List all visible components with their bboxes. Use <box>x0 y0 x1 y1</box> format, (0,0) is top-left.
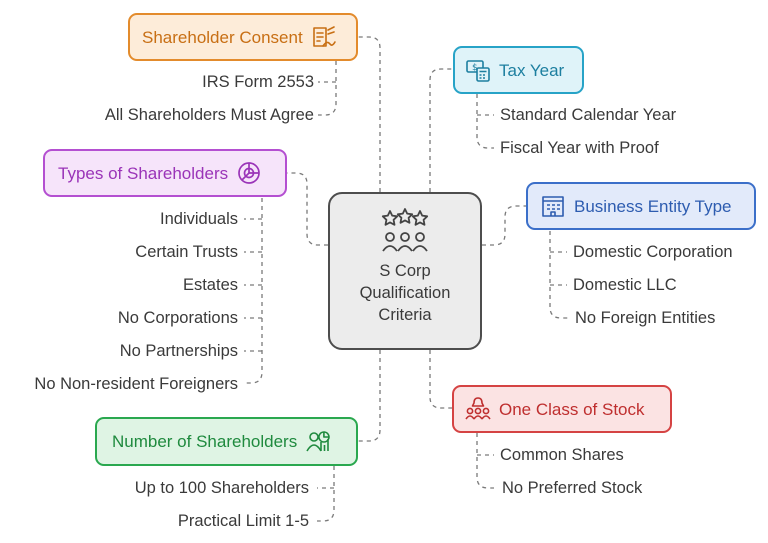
central-title-line-2: Qualification <box>359 284 451 302</box>
central-node: S Corp Qualification Criteria <box>328 192 482 350</box>
one-class-of-stock-item-1: Common Shares <box>500 446 624 464</box>
pie-chart-icon <box>238 162 260 184</box>
signature-document-icon <box>312 26 336 47</box>
types-of-shareholders-title: Types of Shareholders <box>58 163 229 183</box>
number-of-shareholders-item-1: Up to 100 Shareholders <box>134 479 309 497</box>
business-entity-type-node: Business Entity Type <box>526 182 756 230</box>
money-calculator-icon: $ <box>466 60 490 82</box>
business-entity-type-title: Business Entity Type <box>574 196 732 216</box>
tax-year-item-2: Fiscal Year with Proof <box>500 139 659 157</box>
one-class-of-stock-node: One Class of Stock <box>452 385 672 433</box>
shareholder-consent-item-1: IRS Form 2553 <box>202 73 314 91</box>
office-building-icon <box>542 196 564 217</box>
types-of-shareholders-item-4: No Corporations <box>117 309 238 327</box>
types-of-shareholders-node: Types of Shareholders <box>43 149 287 197</box>
number-of-shareholders-item-2: Practical Limit 1-5 <box>177 512 309 530</box>
svg-text:$: $ <box>472 63 478 73</box>
shareholder-consent-node: Shareholder Consent <box>128 13 358 61</box>
number-of-shareholders-node: Number of Shareholders <box>95 417 358 466</box>
types-of-shareholders-item-3: Estates <box>182 276 238 294</box>
group-alert-icon <box>465 397 491 420</box>
user-chart-icon <box>306 430 330 451</box>
stars-people-icon <box>381 208 429 252</box>
types-of-shareholders-item-1: Individuals <box>160 210 238 228</box>
types-of-shareholders-item-2: Certain Trusts <box>135 243 238 261</box>
business-entity-type-item-2: Domestic LLC <box>573 276 677 294</box>
business-entity-type-item-1: Domestic Corporation <box>573 243 733 261</box>
one-class-of-stock-item-2: No Preferred Stock <box>502 479 643 497</box>
shareholder-consent-item-2: All Shareholders Must Agree <box>104 106 314 124</box>
central-title-line-1: S Corp <box>379 262 431 280</box>
tax-year-item-1: Standard Calendar Year <box>500 106 677 124</box>
number-of-shareholders-title: Number of Shareholders <box>112 432 298 451</box>
shareholder-consent-title: Shareholder Consent <box>142 27 303 47</box>
central-title: S Corp Qualification Criteria <box>360 260 451 326</box>
types-of-shareholders-item-6: No Non-resident Foreigners <box>34 375 238 393</box>
one-class-of-stock-title: One Class of Stock <box>499 399 645 419</box>
tax-year-title: Tax Year <box>499 60 565 80</box>
central-title-line-3: Criteria <box>378 306 432 324</box>
types-of-shareholders-item-5: No Partnerships <box>119 342 238 360</box>
tax-year-node: $ Tax Year <box>453 46 584 94</box>
business-entity-type-item-3: No Foreign Entities <box>575 309 716 327</box>
